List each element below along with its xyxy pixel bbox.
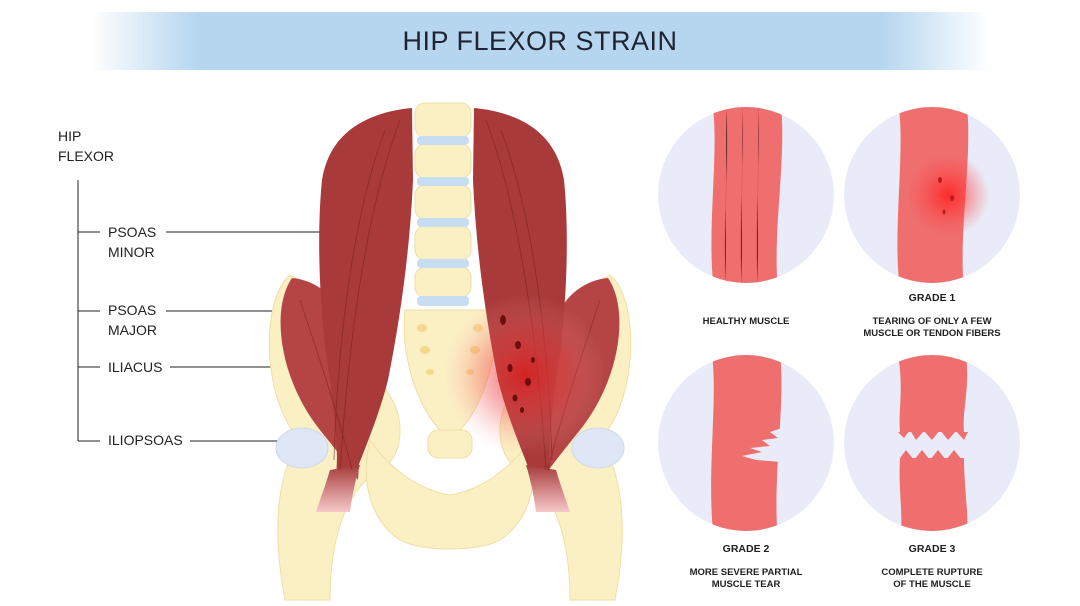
- panel-grade-2-title: GRADE 2: [722, 543, 770, 555]
- panel-grade-3-caption-line-1: COMPLETE RUPTURE: [881, 567, 983, 578]
- label-psoas-major: PSOAS MAJOR: [108, 300, 157, 340]
- panel-grade-2: [658, 355, 834, 531]
- label-iliopsoas: ILIOPSOAS: [108, 430, 183, 450]
- label-psoas-minor: PSOAS MINOR: [108, 222, 156, 262]
- injury-highlight: [445, 295, 605, 455]
- panel-healthy-muscle: [658, 107, 834, 283]
- panel-grade-2-caption-line-1: MORE SEVERE PARTIAL: [689, 567, 803, 578]
- panel-healthy-caption-line-1: HEALTHY MUSCLE: [702, 316, 790, 327]
- label-iliacus-line-1: ILIACUS: [108, 359, 163, 375]
- page-title: HIP FLEXOR STRAIN: [402, 26, 678, 56]
- panel-grade-3-caption-line-2: OF THE MUSCLE: [893, 579, 971, 590]
- label-psoas-minor-line-2: MINOR: [108, 244, 155, 260]
- panel-grade-2-caption: MORE SEVERE PARTIAL MUSCLE TEAR: [646, 567, 846, 591]
- panel-grade-3-caption: COMPLETE RUPTURE OF THE MUSCLE: [832, 567, 1032, 591]
- panel-grade-2-caption-line-2: MUSCLE TEAR: [711, 579, 781, 590]
- panel-grade-1-caption: TEARING OF ONLY A FEW MUSCLE OR TENDON F…: [832, 316, 1032, 340]
- label-psoas-major-line-2: MAJOR: [108, 322, 157, 338]
- panel-grade-1-title: GRADE 1: [908, 292, 956, 304]
- label-iliopsoas-line-1: ILIOPSOAS: [108, 432, 183, 448]
- label-psoas-minor-line-1: PSOAS: [108, 224, 157, 240]
- panel-grade-3: [844, 355, 1020, 531]
- label-iliacus: ILIACUS: [108, 357, 162, 377]
- title-banner: HIP FLEXOR STRAIN: [90, 12, 990, 70]
- panel-grade-1: [844, 107, 1020, 283]
- panel-grade-1-caption-line-1: TEARING OF ONLY A FEW: [872, 316, 992, 327]
- panel-grade-1-caption-line-2: MUSCLE OR TENDON FIBERS: [863, 328, 1001, 339]
- panel-healthy-caption: HEALTHY MUSCLE: [646, 316, 846, 328]
- hip-flexor-label-line-1: HIP: [58, 128, 82, 144]
- label-psoas-major-line-1: PSOAS: [108, 302, 157, 318]
- hip-flexor-label: HIP FLEXOR: [58, 126, 114, 166]
- lumbar-spine: [414, 102, 472, 306]
- panel-grade-3-title: GRADE 3: [908, 543, 956, 555]
- hip-flexor-label-line-2: FLEXOR: [58, 148, 115, 164]
